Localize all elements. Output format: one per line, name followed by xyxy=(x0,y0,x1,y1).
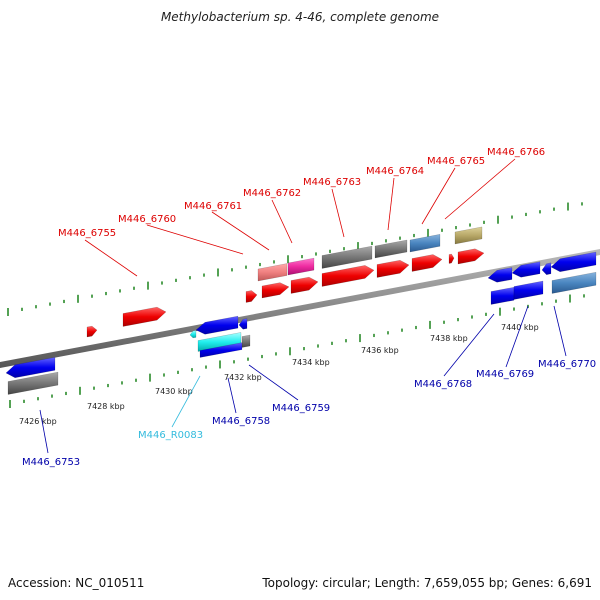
gene-m446-6766-arrow xyxy=(457,248,485,265)
label-connector-line xyxy=(39,409,49,454)
tick-track-top xyxy=(7,202,583,316)
label-connector-line xyxy=(553,305,567,357)
gene-label-m446-6753: M446_6753 xyxy=(22,457,80,468)
gene-label-m446-6758: M446_6758 xyxy=(212,416,270,427)
gene-m446-6763-box xyxy=(321,245,373,269)
scale-label: 7430 kbp xyxy=(155,387,193,396)
scale-label: 7426 kbp xyxy=(19,417,57,426)
gene-label-m446-6765: M446_6765 xyxy=(427,156,485,167)
gene-m446-6758-arrow xyxy=(195,315,239,335)
label-connector-line xyxy=(421,167,456,225)
gene-m446-6761-arrow xyxy=(245,290,258,303)
gene-m446-6762-arrow xyxy=(261,282,290,299)
scale-label: 7432 kbp xyxy=(224,373,262,382)
label-connector-line xyxy=(211,211,270,251)
gene-m446-6755-arrow xyxy=(86,325,98,338)
accession-text: Accession: NC_010511 xyxy=(8,576,145,590)
gene-m446-6764-arrow-a xyxy=(321,265,375,287)
gene-m446-6770-arrow xyxy=(550,251,597,273)
gene-m446-6763-arrow xyxy=(290,276,319,294)
gene-m446-6762-box xyxy=(287,257,315,276)
scale-label: 7436 kbp xyxy=(361,346,399,355)
gene-m446-6765-arrow xyxy=(411,254,443,272)
label-connector-line xyxy=(444,158,516,220)
gene-label-m446-6770: M446_6770 xyxy=(538,359,596,370)
gene-m446-6770-small-arrow xyxy=(541,262,552,275)
label-connector-line xyxy=(171,375,201,428)
label-connector-line xyxy=(84,239,138,277)
map-title: Methylobacterium sp. 4-46, complete geno… xyxy=(160,10,440,24)
gene-m446-6770-box xyxy=(551,271,597,294)
scale-label: 7434 kbp xyxy=(292,358,330,367)
label-connector-line xyxy=(248,364,299,401)
gene-m446-6768-box xyxy=(490,286,515,305)
gene-label-m446-6768: M446_6768 xyxy=(414,379,472,390)
gene-m446-6753-arrow xyxy=(5,356,56,379)
gene-label-m446-6759: M446_6759 xyxy=(272,403,330,414)
gene-label-m446-6766: M446_6766 xyxy=(487,147,545,158)
gene-m446-6758-box xyxy=(241,334,251,348)
gene-label-m446-6762: M446_6762 xyxy=(243,188,301,199)
label-connector-line xyxy=(505,305,529,368)
genome-backbone xyxy=(0,249,600,368)
gene-m446-6765-box xyxy=(409,233,441,253)
gene-label-m446-6764: M446_6764 xyxy=(366,166,424,177)
gene-m446-r0083-small xyxy=(189,330,197,339)
label-connector-line xyxy=(271,199,293,244)
scale-label: 7438 kbp xyxy=(430,334,468,343)
gene-m446-6758-lower-box xyxy=(199,342,243,358)
label-connector-line xyxy=(331,188,345,238)
genome-summary-text: Topology: circular; Length: 7,659,055 bp… xyxy=(262,576,592,590)
gene-m446-6761-box xyxy=(257,263,288,282)
gene-m446-6769-box xyxy=(513,280,544,300)
gene-m446-6759-arrow xyxy=(238,318,248,330)
scale-label: 7428 kbp xyxy=(87,402,125,411)
gene-label-m446-6761: M446_6761 xyxy=(184,201,242,212)
gene-m446-6766-box xyxy=(454,226,483,245)
gene-m446-6769-arrow xyxy=(511,261,541,278)
label-connector-line xyxy=(227,377,237,414)
gene-m446-6765-small-arrow xyxy=(448,253,455,264)
gene-m446-6768-arrow xyxy=(487,267,513,283)
gene-m446-6753-box xyxy=(7,371,59,395)
gene-label-m446-6760: M446_6760 xyxy=(118,214,176,225)
gene-label-m446-r0083: M446_R0083 xyxy=(138,430,203,441)
gene-label-m446-6755: M446_6755 xyxy=(58,228,116,239)
tick-track-bottom xyxy=(9,294,585,408)
gene-m446-6764-arrow-b xyxy=(376,259,410,278)
gene-label-m446-6769: M446_6769 xyxy=(476,369,534,380)
gene-track xyxy=(5,226,597,395)
gene-m446-6764-box xyxy=(374,239,408,259)
label-connector-line xyxy=(387,177,395,231)
label-connectors xyxy=(39,158,567,454)
gene-m446-6760-arrow xyxy=(122,306,167,327)
label-connector-line xyxy=(146,224,244,255)
label-connector-line xyxy=(443,313,495,377)
gene-label-m446-6763: M446_6763 xyxy=(303,177,361,188)
